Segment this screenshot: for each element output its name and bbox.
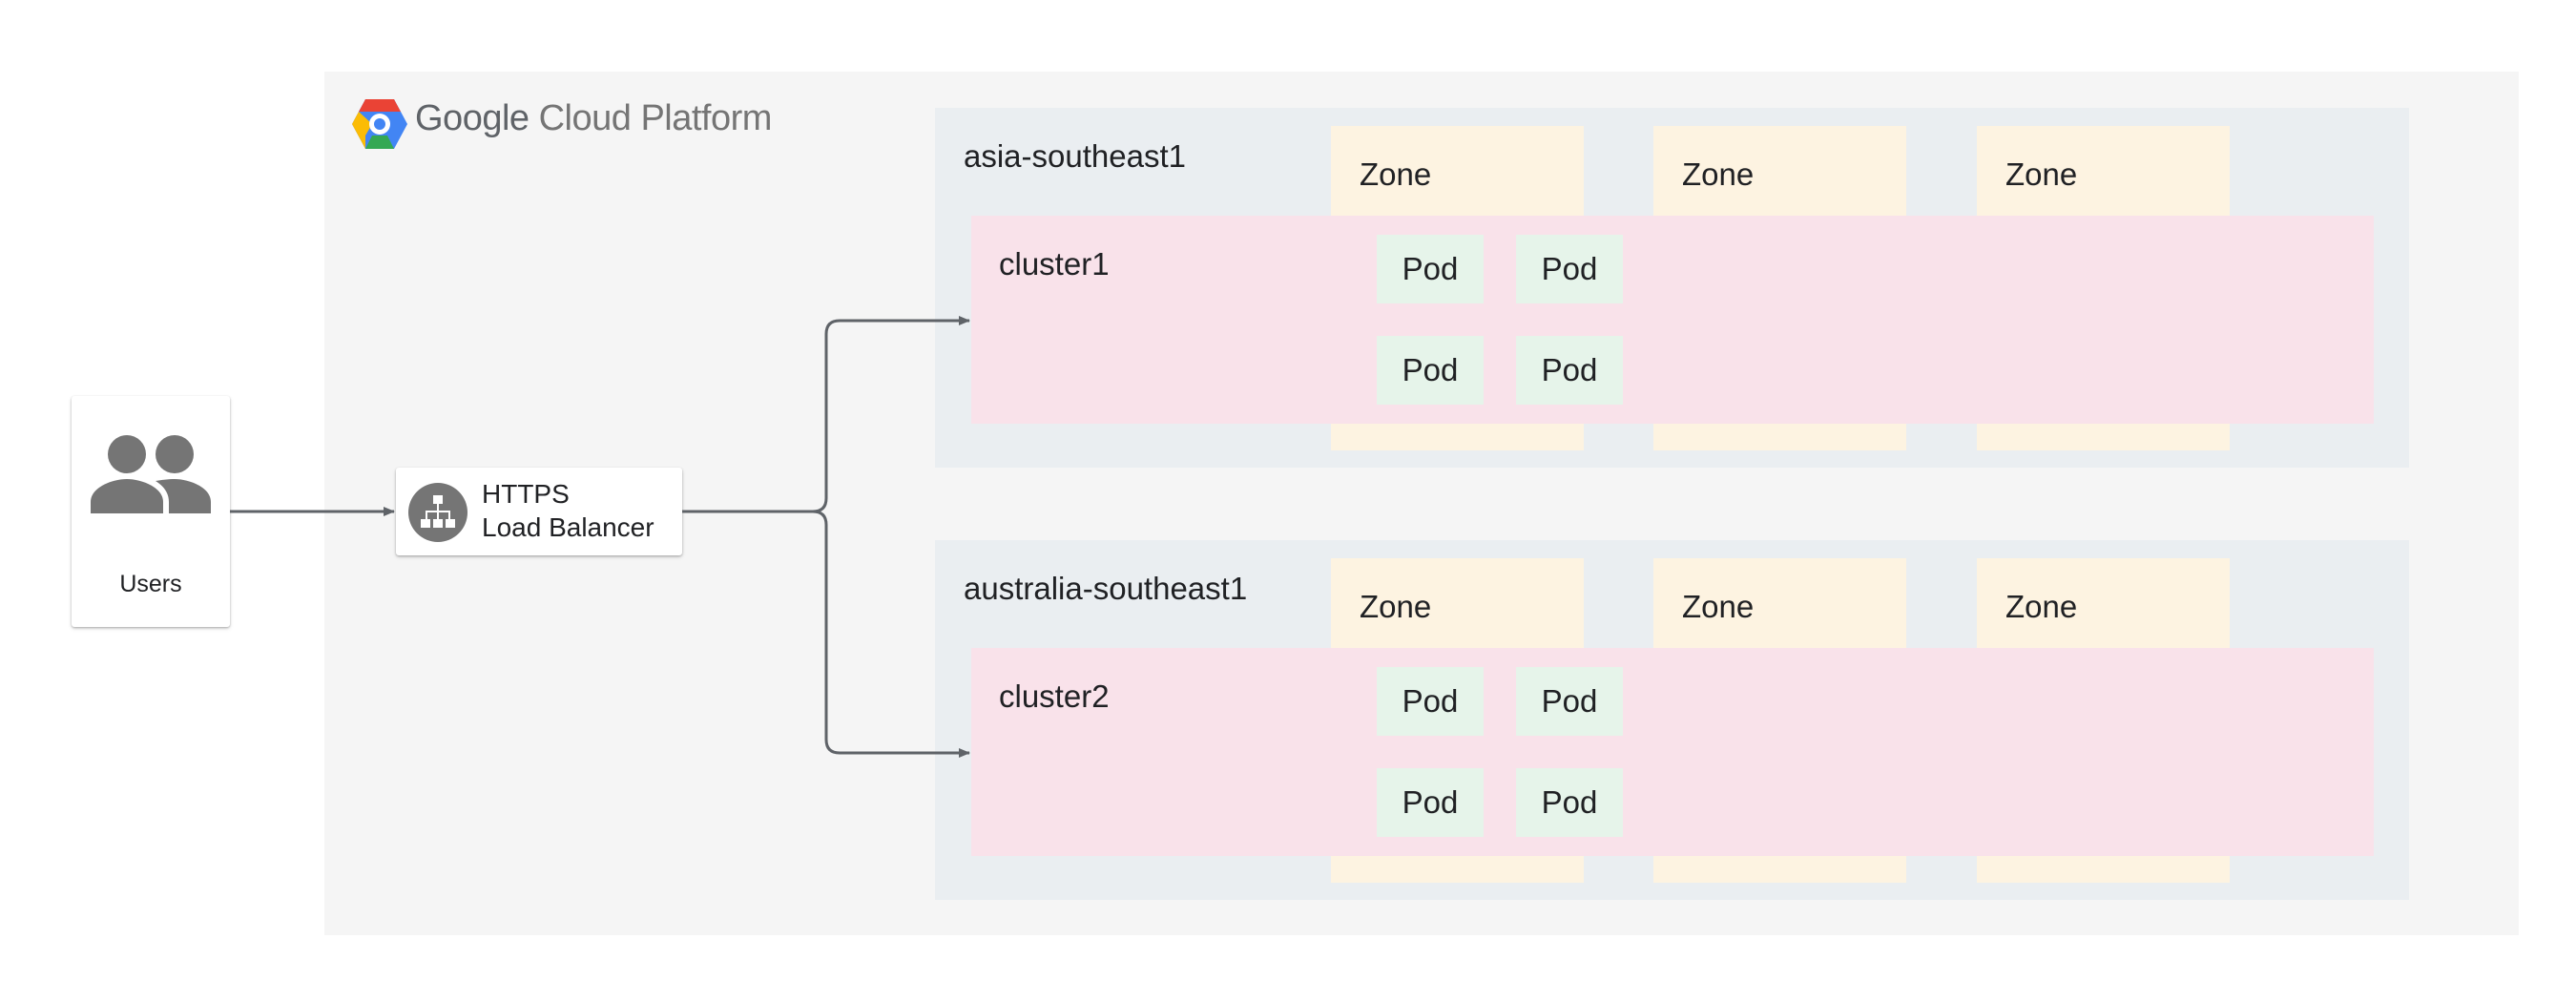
load-balancer-label-line1: HTTPS bbox=[482, 479, 570, 509]
pod-box: Pod bbox=[1516, 235, 1623, 303]
zone-label: Zone bbox=[2005, 157, 2078, 192]
pod-box: Pod bbox=[1516, 336, 1623, 405]
users-label: Users bbox=[119, 571, 182, 597]
gcp-wordmark-rest: Cloud Platform bbox=[529, 98, 773, 138]
region-label: australia-southeast1 bbox=[964, 571, 1248, 606]
pod-box: Pod bbox=[1377, 336, 1484, 405]
cluster-box bbox=[971, 216, 2374, 424]
zone-label: Zone bbox=[1360, 157, 1432, 192]
cluster-box bbox=[971, 648, 2374, 856]
pod-box: Pod bbox=[1516, 768, 1623, 837]
load-balancer-icon bbox=[408, 483, 467, 542]
zone-label: Zone bbox=[2005, 589, 2078, 624]
load-balancer-label-line2: Load Balancer bbox=[482, 512, 654, 542]
cluster-label: cluster2 bbox=[999, 678, 1110, 714]
zone-label: Zone bbox=[1682, 589, 1755, 624]
zone-label: Zone bbox=[1360, 589, 1432, 624]
zone-label: Zone bbox=[1682, 157, 1755, 192]
region-label: asia-southeast1 bbox=[964, 138, 1186, 174]
gcp-wordmark: Google Cloud Platform bbox=[415, 98, 772, 139]
pod-box: Pod bbox=[1377, 667, 1484, 736]
gcp-logo-icon bbox=[352, 99, 407, 149]
pod-box: Pod bbox=[1377, 235, 1484, 303]
group-icon bbox=[91, 435, 211, 513]
pod-box: Pod bbox=[1377, 768, 1484, 837]
gcp-wordmark-google: Google bbox=[415, 98, 530, 138]
pod-box: Pod bbox=[1516, 667, 1623, 736]
cluster-label: cluster1 bbox=[999, 246, 1110, 282]
